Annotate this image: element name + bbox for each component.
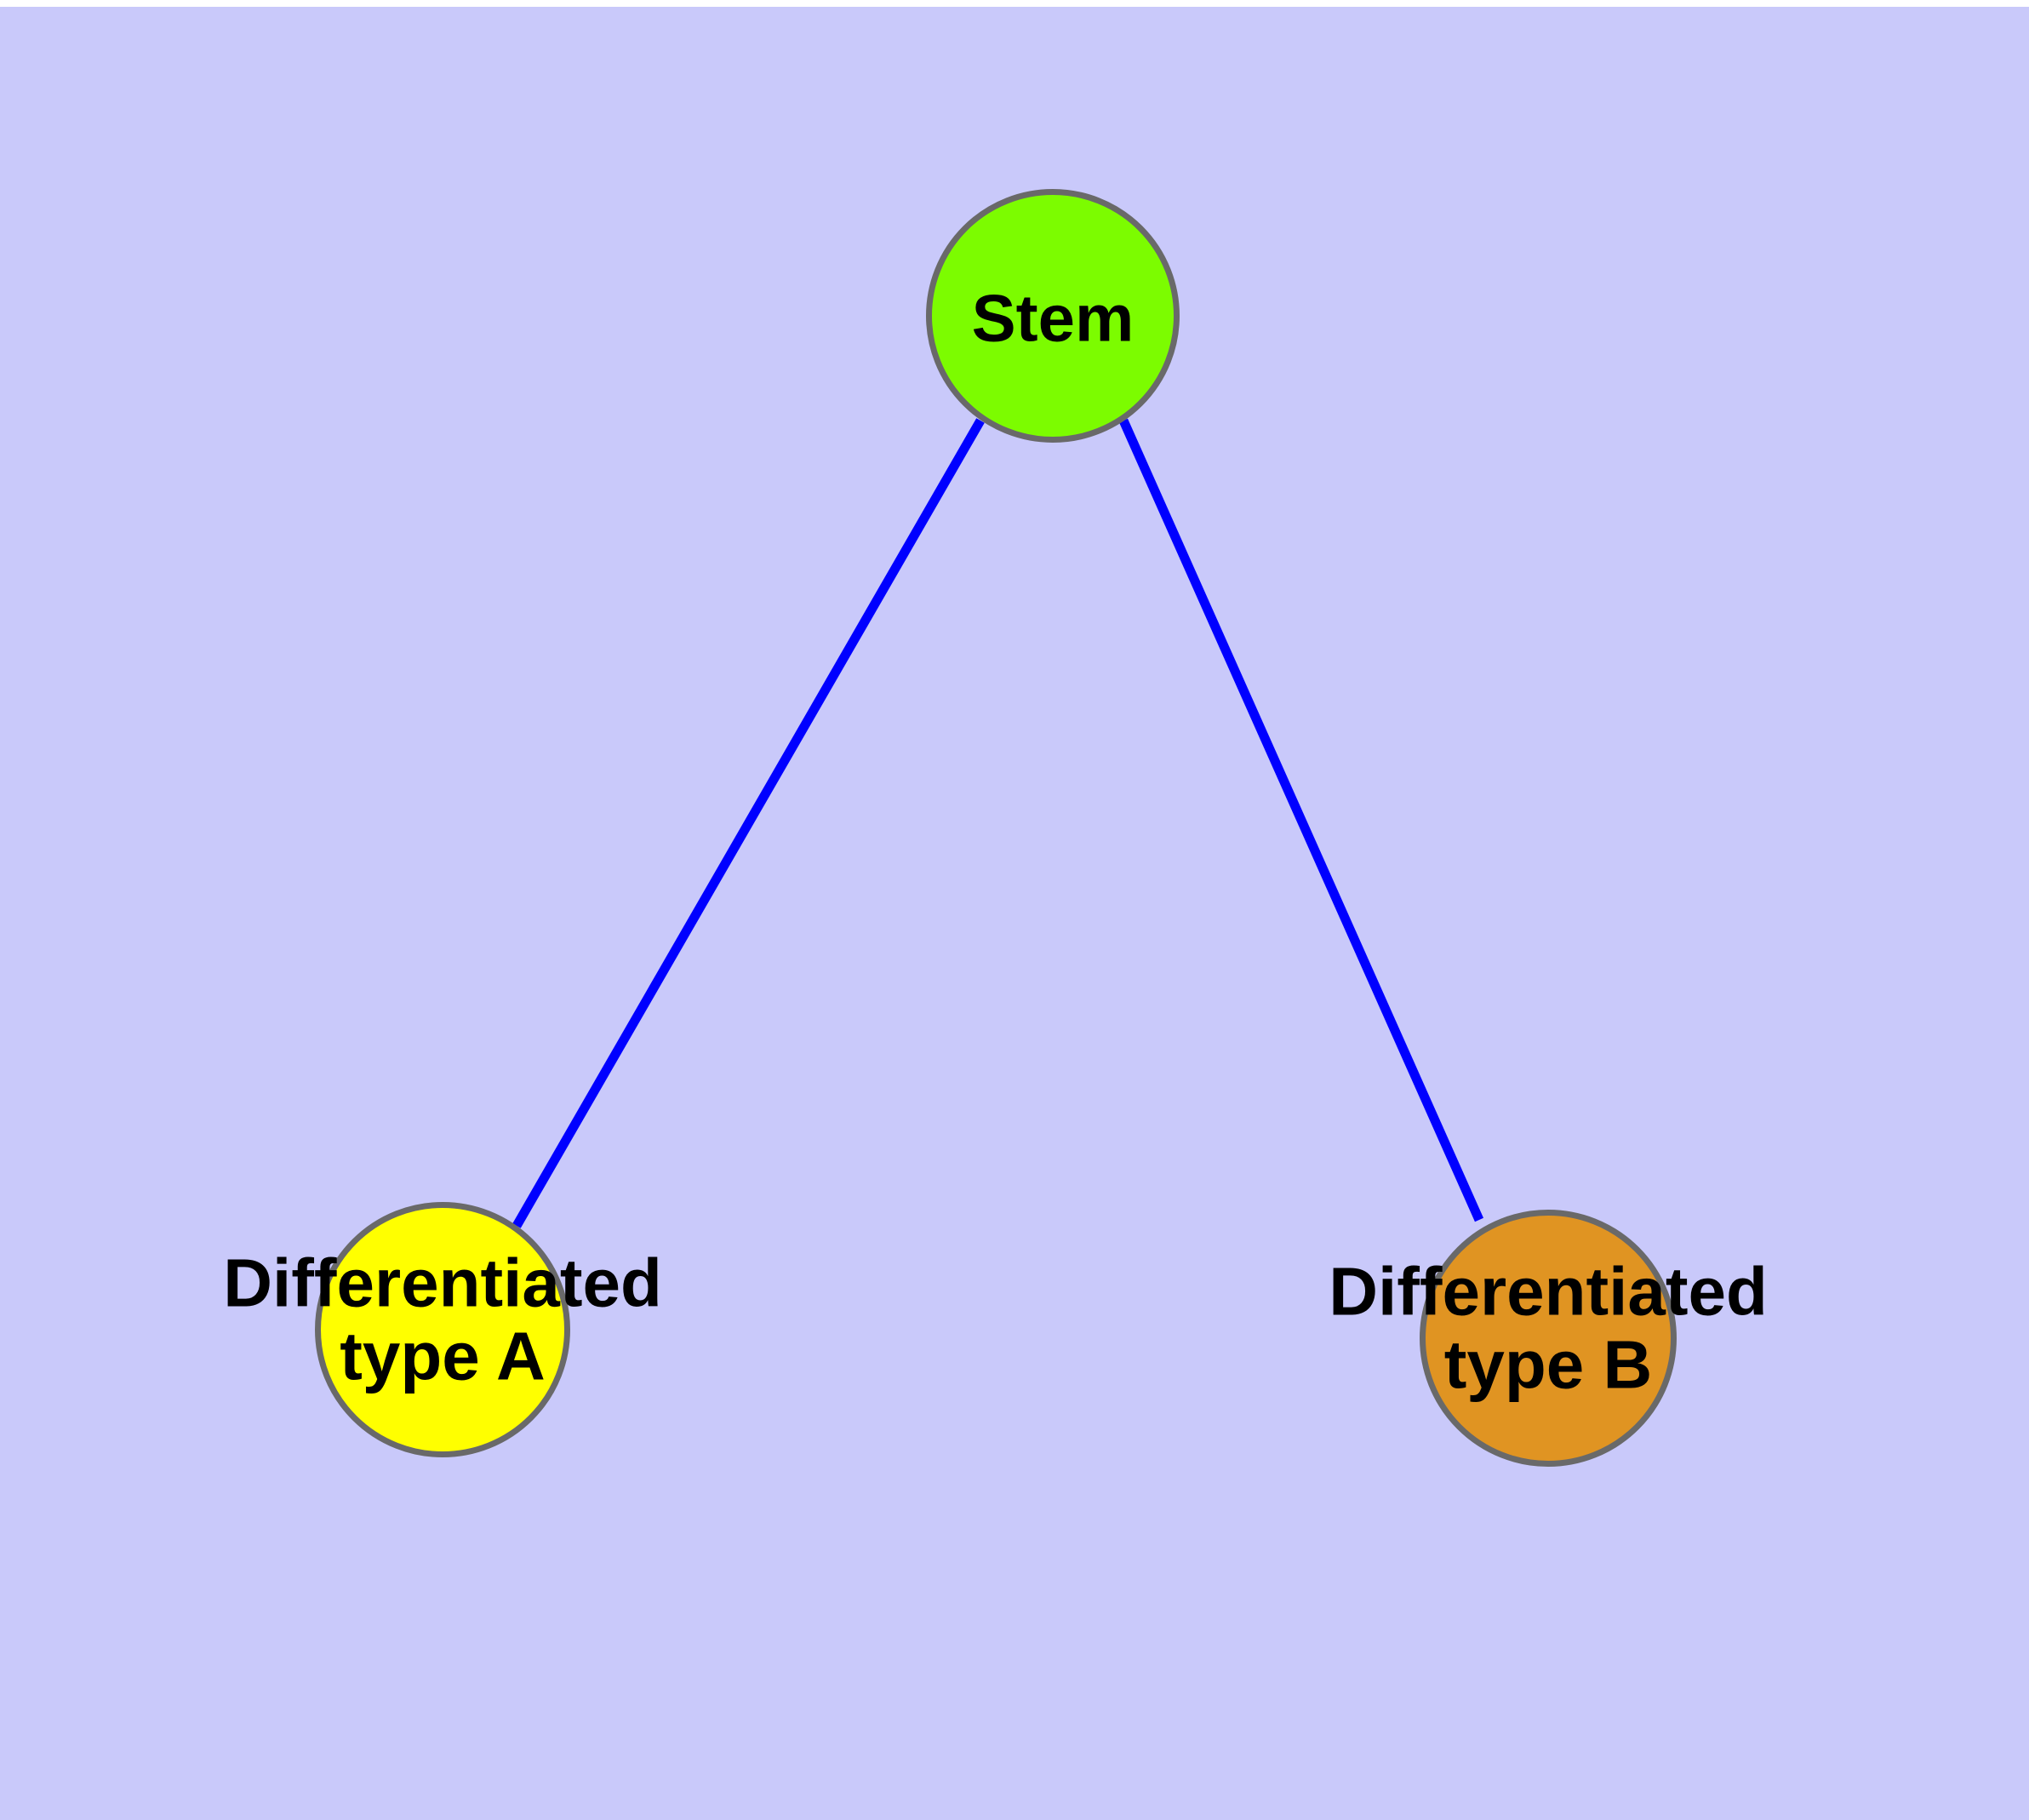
node-differentiated-type-b[interactable]	[1420, 1210, 1677, 1467]
edge-layer	[512, 418, 1484, 1228]
node-layer	[315, 189, 1677, 1467]
edge-stem-to-type-b[interactable]	[1118, 418, 1484, 1222]
node-stem[interactable]	[926, 189, 1180, 443]
node-differentiated-type-a[interactable]	[315, 1202, 570, 1457]
edge-stem-to-type-a[interactable]	[512, 418, 985, 1228]
